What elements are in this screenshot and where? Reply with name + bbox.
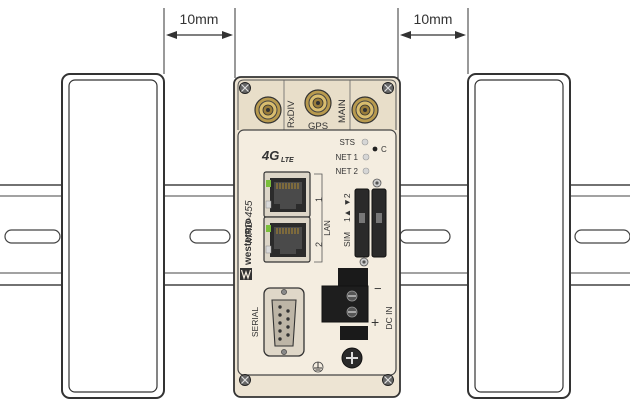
antenna-connector-gps-icon (304, 89, 332, 117)
dc-minus-label: − (374, 281, 382, 296)
corner-screw-icon (239, 82, 251, 94)
brand-label: westermo (243, 218, 254, 266)
dc-plus-label: + (371, 314, 379, 330)
arrow-left-icon (166, 31, 177, 39)
dc-in-label: DC IN (384, 306, 394, 329)
led-net2-icon (362, 167, 370, 175)
lan-label: LAN (323, 220, 332, 236)
lan-port-1-label: 1 (314, 197, 324, 202)
badge-4g: 4G (261, 148, 279, 163)
led-label-net1: NET 1 (335, 153, 358, 162)
arrow-right-icon (455, 31, 466, 39)
neighbor-device-left (61, 73, 165, 399)
lan-bracket (314, 173, 323, 263)
led-net1-icon (362, 153, 370, 161)
led-label-sts: STS (339, 138, 355, 147)
sim-slot-numbers: 1▲ ▼2 (342, 193, 352, 222)
sim-slot-2[interactable] (371, 188, 387, 258)
dimension-label-right: 10mm (414, 11, 453, 27)
antenna-connector-main-icon (351, 96, 379, 124)
model-label: MRD-455 (244, 200, 255, 243)
antenna-label-main: MAIN (337, 99, 348, 123)
corner-screw-icon (382, 82, 394, 94)
antenna-label-rxdiv: RxDIV (286, 100, 297, 128)
badge-lte: LTE (281, 157, 294, 164)
led-label-c: C (381, 145, 387, 154)
neighbor-device-right (467, 73, 571, 399)
lan-port-2[interactable] (263, 216, 311, 263)
lan-port-2-label: 2 (314, 242, 324, 247)
ground-screw-icon[interactable] (341, 347, 363, 369)
sim-label: SIM (342, 232, 352, 247)
lan-port-1[interactable] (263, 171, 311, 218)
sim-eject-icon (359, 257, 369, 267)
antenna-label-gps: GPS (308, 121, 328, 132)
led-label-net2: NET 2 (335, 167, 358, 176)
serial-label: SERIAL (250, 307, 260, 338)
rail-slot-right (574, 229, 630, 244)
dimension-left: 10mm (163, 8, 236, 78)
sim-eject-icon (372, 178, 382, 188)
router-device: RxDIV GPS MAIN STS C NET 1 NET 2 4G LTE … (233, 76, 401, 398)
serial-port[interactable] (263, 287, 305, 357)
sim-slot-1[interactable] (354, 188, 370, 258)
rail-slot-left (4, 229, 61, 244)
ground-icon (312, 361, 324, 373)
corner-screw-icon (382, 374, 394, 386)
led-c-icon (372, 146, 378, 152)
dimension-label-left: 10mm (180, 11, 219, 27)
dc-in-terminal[interactable] (321, 268, 369, 340)
antenna-connector-rxdiv-icon (254, 96, 282, 124)
rail-slot-mid-right (399, 229, 451, 244)
dimension-right: 10mm (397, 8, 469, 78)
lte-badge: 4G LTE (261, 148, 294, 164)
westermo-logo: westermo (240, 218, 254, 280)
arrow-left-icon (400, 31, 411, 39)
corner-screw-icon (239, 374, 251, 386)
rail-slot-mid-left (189, 229, 231, 244)
arrow-right-icon (222, 31, 233, 39)
led-sts-icon (361, 138, 369, 146)
